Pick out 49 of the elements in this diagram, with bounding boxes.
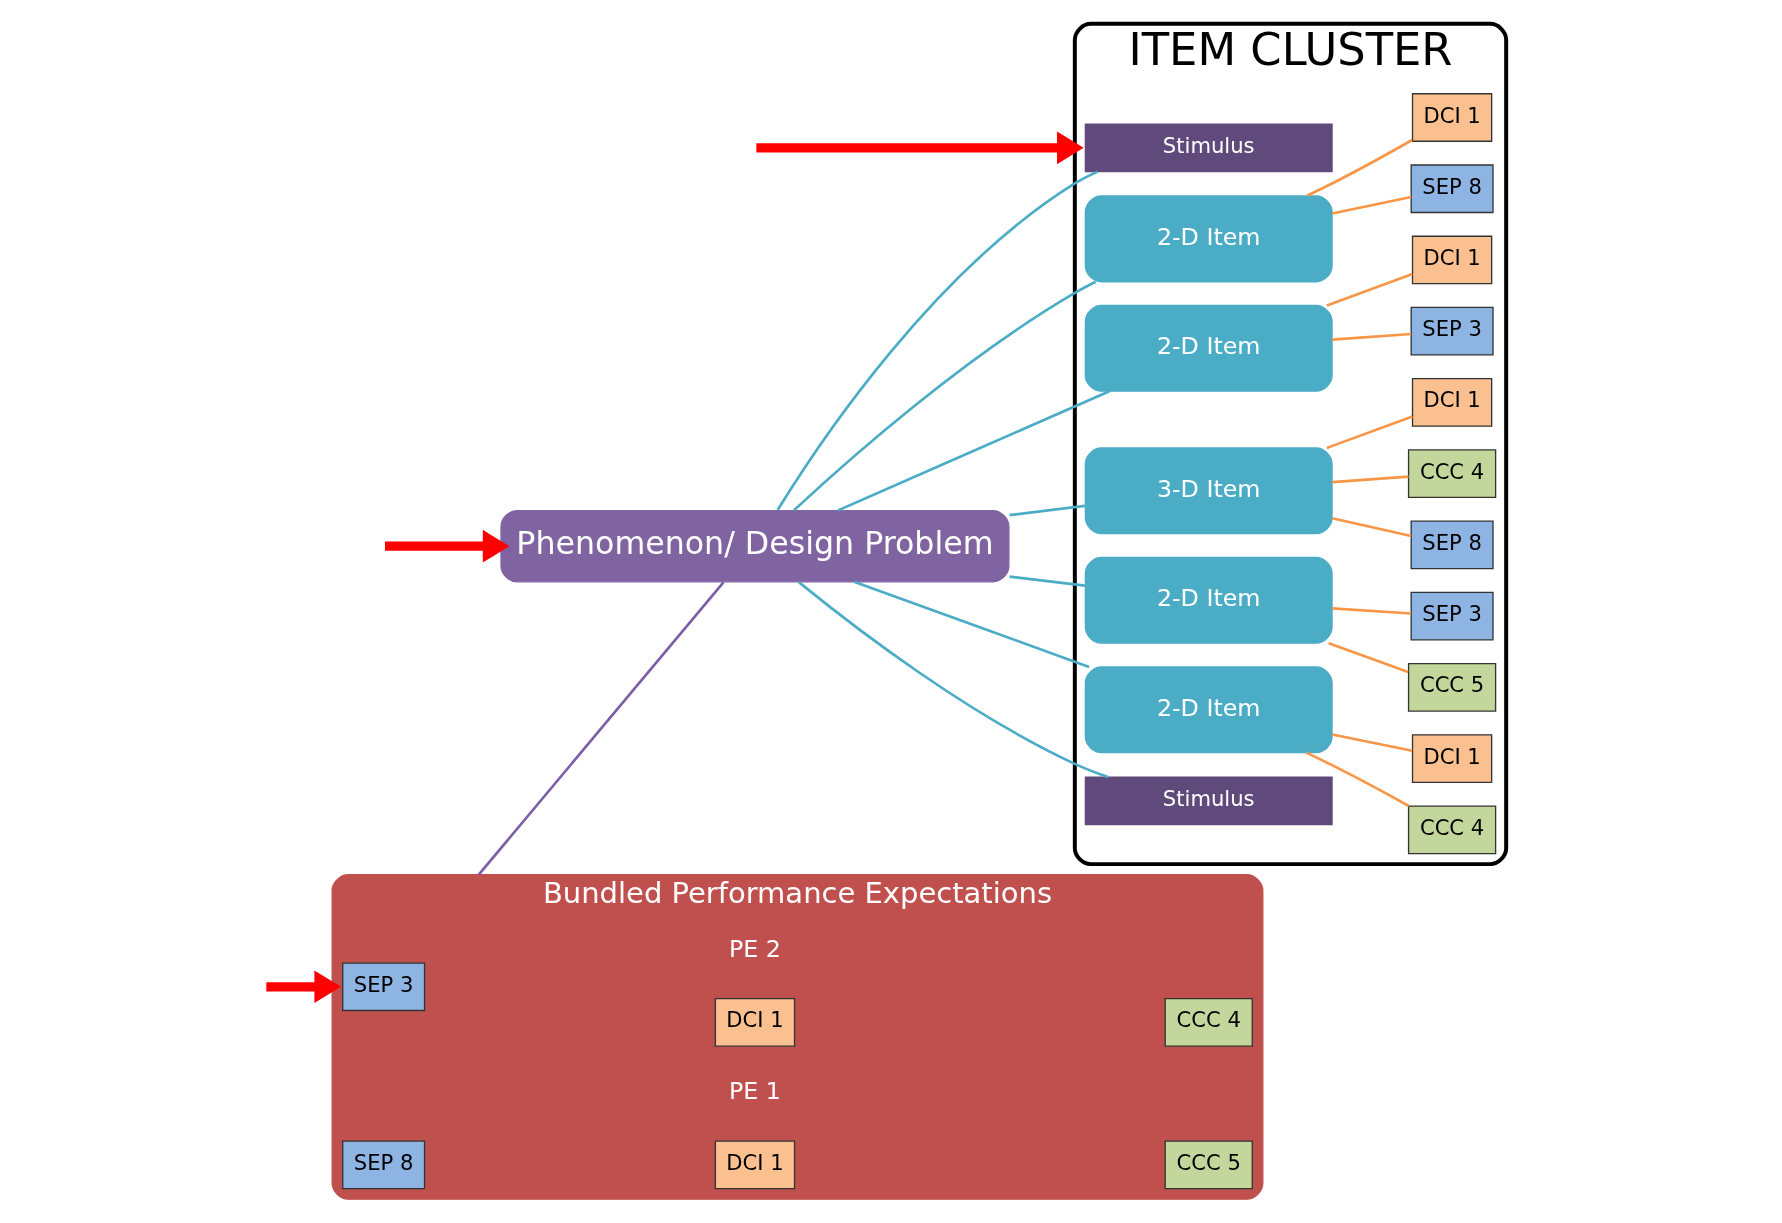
arrow xyxy=(266,970,341,1004)
connector xyxy=(798,581,1109,779)
node-box: DCI 1 xyxy=(1411,734,1493,783)
connector xyxy=(792,280,1097,512)
connector xyxy=(1332,607,1412,615)
node-box: CCC 4 xyxy=(1164,998,1253,1047)
connector xyxy=(1332,332,1412,341)
label: PE 1 xyxy=(728,1077,781,1106)
arrow xyxy=(756,131,1084,165)
connector xyxy=(1331,733,1413,753)
node-box: 3-D Item xyxy=(1084,447,1333,535)
label: PE 2 xyxy=(728,934,781,963)
node-box: Phenomenon/ Design Problem xyxy=(500,509,1010,583)
connector xyxy=(776,170,1099,511)
node-box: DCI 1 xyxy=(1411,235,1493,285)
node-box: 2-D Item xyxy=(1084,666,1333,754)
node-box: DCI 1 xyxy=(1411,93,1493,142)
node-box: Stimulus xyxy=(1084,123,1333,173)
connector xyxy=(1009,504,1086,517)
connector xyxy=(1009,575,1086,587)
node-box: SEP 3 xyxy=(1410,306,1494,356)
connector xyxy=(1305,751,1410,808)
connector xyxy=(854,580,1090,669)
connector xyxy=(837,390,1110,512)
connector xyxy=(1332,475,1409,484)
connector xyxy=(1331,516,1412,538)
node-box: SEP 8 xyxy=(342,1140,426,1190)
connector xyxy=(1326,415,1413,450)
node-box: DCI 1 xyxy=(714,1140,796,1190)
node-box: SEP 3 xyxy=(1410,591,1494,641)
connector xyxy=(1306,138,1413,197)
connector xyxy=(1331,195,1412,215)
node-box: 2-D Item xyxy=(1084,304,1333,392)
node-box: DCI 1 xyxy=(714,998,796,1047)
node-box: SEP 8 xyxy=(1410,164,1494,214)
node-box: CCC 5 xyxy=(1407,662,1497,712)
node-box: SEP 8 xyxy=(1410,520,1494,570)
connector xyxy=(1328,641,1409,674)
node-box: SEP 3 xyxy=(342,962,426,1012)
arrow xyxy=(385,529,510,563)
node-box: 2-D Item xyxy=(1084,195,1333,283)
node-box: 2-D Item xyxy=(1084,556,1333,644)
node-box: CCC 5 xyxy=(1164,1140,1253,1190)
connector xyxy=(477,581,725,876)
node-box: Stimulus xyxy=(1084,776,1333,826)
node-box: CCC 4 xyxy=(1407,449,1497,499)
node-box: DCI 1 xyxy=(1411,378,1493,427)
node-box: CCC 4 xyxy=(1407,805,1497,855)
connector xyxy=(1326,272,1413,307)
